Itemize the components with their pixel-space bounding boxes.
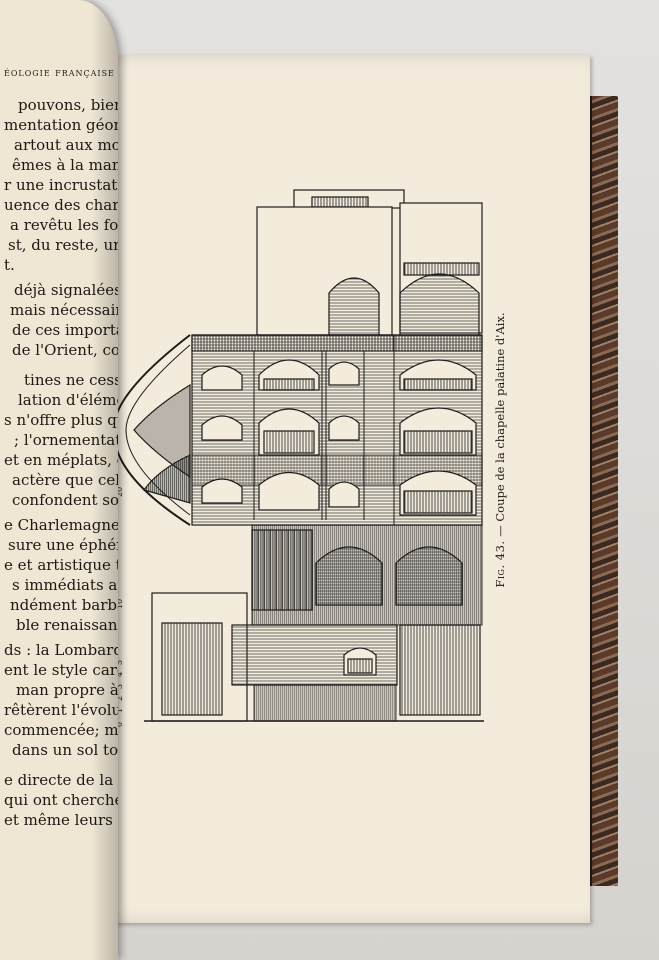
text-line: déjà signalées à l'épo: [14, 281, 118, 299]
text-line: e Charlemagne recue: [4, 516, 118, 534]
scale-label: 3: [115, 684, 124, 689]
text-line: dans un sol toujou: [12, 741, 118, 759]
left-page-gutter: [92, 0, 118, 960]
drawing: [108, 189, 484, 730]
text-line: artout aux modèles: [14, 136, 118, 154]
text-line: sure une éphémère: [8, 536, 118, 554]
figure-title: — Coupe de la chapelle palatine d'Aix.: [493, 312, 507, 537]
scale-label: 1: [115, 708, 124, 713]
text-line: êmes à la manière d: [12, 156, 118, 174]
text-line: lation d'éléments e: [18, 391, 118, 409]
text-line: ble renaissance.: [16, 616, 118, 634]
text-line: et même leurs m: [4, 811, 118, 829]
running-header: éologie française: [4, 66, 115, 79]
text-line: s n'offre plus que d: [4, 411, 118, 429]
text-line: commencée; mais: [4, 721, 118, 739]
scale-label: 10: [115, 599, 124, 609]
text-line: r une incrustation, c: [4, 176, 118, 194]
text-line: ; l'ornementation,: [14, 431, 118, 449]
text-line: pouvons, bien entend: [18, 96, 118, 114]
text-line: ndément barbare.: [10, 596, 118, 614]
figure-caption: Fig. 43. — Coupe de la chapelle palatine…: [486, 310, 514, 590]
text-line: ds : la Lombardie: [4, 641, 118, 659]
text-line: mentation géométriqu: [4, 116, 118, 134]
text-line: e et artistique trop: [4, 556, 118, 574]
text-line: de ces importations,: [12, 321, 118, 339]
text-line: tines ne cesse de s'é: [24, 371, 118, 389]
scale-label: 0: [115, 722, 124, 727]
text-line: ent le style carolin: [4, 661, 118, 679]
chapel-section-figure: 20 10 5 4 3 2 1 0: [108, 189, 484, 730]
text-line: actère que celle des: [12, 471, 118, 489]
text-line: et en méplats, est,: [4, 451, 118, 469]
text-line: s immédiats appréc: [12, 576, 118, 594]
figure-number: Fig. 43.: [493, 540, 507, 588]
text-line: a revêtu les formes: [10, 216, 118, 234]
scale-label: 20: [115, 487, 124, 497]
text-line: st, du reste, une tend: [8, 236, 118, 254]
text-line: t.: [4, 256, 15, 274]
scale-label: 4: [115, 672, 124, 677]
scale-label: 5: [115, 660, 124, 665]
text-line: uence des charpent: [4, 196, 118, 214]
text-line: qui ont cherché: [4, 791, 118, 809]
scale-label: 2: [115, 696, 124, 701]
text-line: mais nécessaires, in: [10, 301, 118, 319]
text-line: de l'Orient, comme: [12, 341, 118, 359]
text-line: rêtèrent l'évolution: [4, 701, 118, 719]
text-line: man propre à ces ré: [16, 681, 118, 699]
text-line: e directe de la c: [4, 771, 118, 789]
left-page: éologie française pouvons, bien entend me…: [0, 0, 118, 960]
text-line: confondent souvent.: [12, 491, 118, 509]
